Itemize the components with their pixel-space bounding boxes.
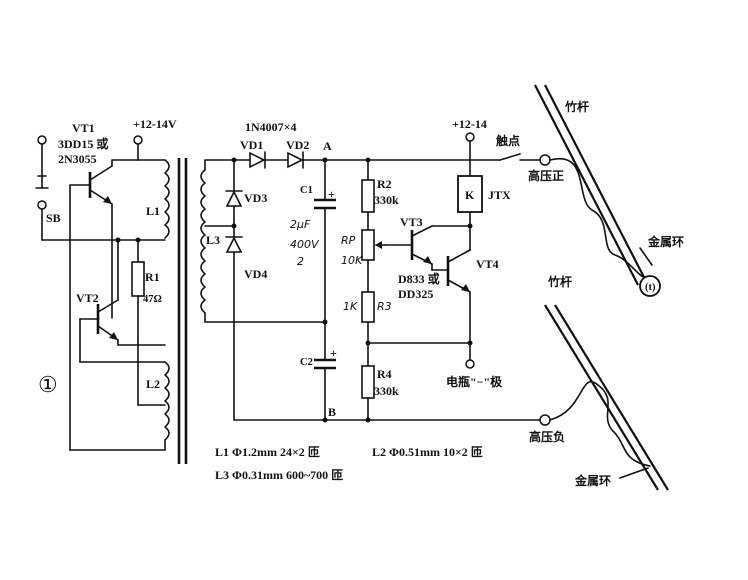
- vd3-label: VD3: [244, 191, 267, 205]
- svg-text:+: +: [328, 187, 335, 201]
- capacitor-c2: [314, 358, 336, 370]
- resistor-r3: [361, 291, 375, 323]
- capacitor-c1-value: 2μF: [290, 218, 311, 231]
- hv-positive-label: 高压正: [528, 168, 564, 183]
- resistor-r3-value: 1K: [343, 300, 358, 313]
- transistor-vt3: [384, 225, 433, 265]
- diode-vd1: [249, 151, 266, 169]
- rectifier-section: L3 1N4007×4 VD1 VD2 A VD3: [200, 120, 541, 423]
- capacitor-c2-label: C2: [300, 357, 313, 368]
- bamboo-rod-bottom: 竹杆 金属环: [544, 274, 669, 491]
- spec-l3: L3 Φ0.31mm 600~700 匝: [215, 468, 343, 482]
- vd4-label: VD4: [244, 267, 267, 281]
- vd1-label: VD1: [240, 138, 263, 152]
- resistor-r2: [361, 179, 375, 213]
- switch-sb-label: SB: [46, 211, 61, 225]
- capacitor-c1-extra: 2: [297, 255, 304, 268]
- control-section: R2 330k RP 10K 1K R3 R4 330k VT3: [341, 117, 565, 444]
- coil-l2-label: L2: [146, 377, 160, 391]
- capacitor-c1-label: C1: [300, 185, 313, 196]
- metal-ring-top: [639, 275, 661, 297]
- diode-vd2: [287, 151, 304, 169]
- transistor-vt4: [446, 249, 471, 293]
- resistor-r2-value: 330k: [374, 193, 399, 207]
- coil-l3-label: L3: [206, 233, 220, 247]
- relay-jtx-label: JTX: [488, 188, 511, 202]
- bamboo-top-label: 竹杆: [564, 99, 589, 114]
- svg-text:+: +: [330, 346, 337, 360]
- metal-ring-top-label: 金属环: [647, 234, 684, 249]
- transistor-vt2: [79, 299, 119, 341]
- resistor-r4: [361, 365, 375, 399]
- hv-negative-terminal: [539, 414, 551, 426]
- metal-ring-bottom-label: 金属环: [574, 473, 611, 488]
- coil-l3: [200, 169, 206, 314]
- figure-number: ①: [38, 372, 58, 397]
- coil-l1-label: L1: [146, 204, 160, 218]
- battery-negative-terminal: [465, 359, 475, 369]
- coil-l2: [164, 361, 170, 441]
- supply-right-label: +12-14: [452, 117, 487, 131]
- diodes-label: 1N4007×4: [245, 120, 297, 134]
- vt34-part2-label: DD325: [398, 287, 433, 301]
- vt1-part-label: 3DD15 或: [58, 136, 108, 151]
- resistor-r4-label: R4: [377, 367, 392, 381]
- transistor-vt1: [69, 165, 113, 205]
- potentiometer-rp-value: 10K: [341, 254, 363, 267]
- resistor-r2-label: R2: [377, 177, 392, 191]
- resistor-r1-value: 47Ω: [143, 294, 162, 305]
- contact-label: 触点: [496, 133, 520, 148]
- resistor-r1-label: R1: [145, 270, 160, 284]
- node-a-label: A: [323, 139, 332, 153]
- hv-positive-terminal: [539, 154, 551, 166]
- vt34-part-label: D833 或: [398, 271, 440, 286]
- vt2-label: VT2: [76, 291, 99, 305]
- supply-terminal-left-top: [37, 135, 47, 145]
- supply-terminal-right: [465, 132, 475, 142]
- hv-negative-label: 高压负: [529, 429, 565, 444]
- spec-l1: L1 Φ1.2mm 24×2 匝: [215, 445, 320, 459]
- oscillator-section: SB VT1 3DD15 或 2N3055 +12-14V L1: [35, 117, 177, 451]
- capacitor-c1-voltage: 400V: [290, 238, 320, 251]
- supply-left-label: +12-14V: [133, 117, 177, 131]
- potentiometer-rp: [361, 229, 375, 261]
- supply-terminal-left: [133, 135, 143, 145]
- bamboo-bottom-label: 竹杆: [547, 274, 572, 289]
- node-b-label: B: [328, 405, 336, 419]
- vd2-label: VD2: [286, 138, 309, 152]
- diode-vd3: [225, 190, 243, 207]
- vt1-label: VT1: [72, 121, 95, 135]
- resistor-r4-value: 330k: [374, 384, 399, 398]
- spec-l2: L2 Φ0.51mm 10×2 匝: [372, 445, 483, 459]
- vt3-label: VT3: [400, 215, 423, 229]
- bamboo-rod-top: (t) 竹杆 金属环: [534, 84, 684, 297]
- resistor-r3-label: R3: [377, 300, 392, 313]
- diode-vd4: [225, 236, 243, 253]
- svg-text:(t): (t): [645, 282, 656, 293]
- potentiometer-rp-label: RP: [341, 234, 356, 247]
- capacitor-c1: [314, 198, 336, 210]
- vt4-label: VT4: [476, 257, 499, 271]
- relay-k-label: K: [465, 188, 475, 202]
- battery-negative-label: 电瓶"−"极: [446, 374, 503, 389]
- vt1-part2-label: 2N3055: [58, 152, 97, 166]
- switch-sb-terminal: [37, 200, 47, 210]
- coil-l1: [164, 159, 170, 239]
- transformer-core: [177, 158, 188, 464]
- resistor-r1: [131, 261, 145, 297]
